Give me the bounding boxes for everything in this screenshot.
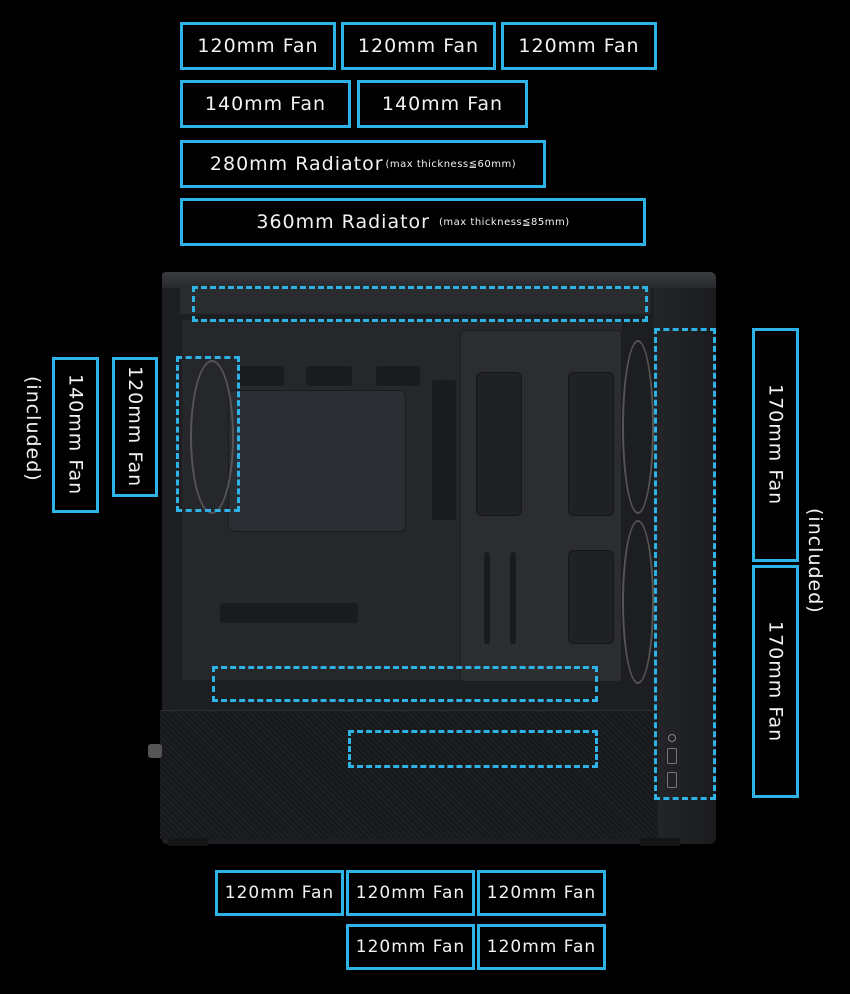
label-note: (max thickness≦85mm) [439,216,570,228]
thumbscrew-icon [148,744,162,758]
rear-mount-zone [176,356,240,512]
audio-jack-icon [668,734,676,742]
label-note: (max thickness≦60mm) [385,158,517,170]
bottom-mount-zone [212,666,598,702]
front-fan [622,340,654,514]
top-140mm-fan-label-1: 140mm Fan [180,80,351,128]
front-included-note: (included) [804,508,826,614]
cable-cutout [432,380,456,520]
label-text: 140mm Fan [64,374,87,496]
front-170mm-fan-label-1: 170mm Fan [752,328,799,562]
top-fan-rail [180,288,650,314]
cable-cutout [306,366,352,386]
cable-cutout [376,366,420,386]
bottom-120mm-fan-label-4: 120mm Fan [346,924,475,970]
bottom-120mm-fan-label-2: 120mm Fan [346,870,475,916]
label-text: 120mm Fan [518,35,640,57]
top-280mm-radiator-label: 280mm Radiator(max thickness≦60mm) [180,140,546,188]
cable-cutout [220,603,358,623]
drive-slot [510,552,516,644]
top-120mm-fan-label-2: 120mm Fan [341,22,496,70]
top-140mm-fan-label-2: 140mm Fan [357,80,528,128]
motherboard-cutout [228,390,406,532]
label-text: 140mm Fan [381,93,504,115]
top-360mm-radiator-label: 360mm Radiator (max thickness≦85mm) [180,198,646,246]
case-front-panel [654,272,716,844]
case-top-panel [162,272,716,288]
bottom-120mm-fan-label-1: 120mm Fan [215,870,344,916]
front-170mm-fan-label-2: 170mm Fan [752,565,799,798]
rear-140mm-fan-label: 140mm Fan [52,357,99,513]
label-text: 170mm Fan [764,384,787,506]
usb-port-icon [667,772,677,788]
front-mount-zone [654,328,716,800]
drive-slot [484,552,490,644]
rear-140mm-included-note: (included) [22,376,44,482]
label-text: 360mm Radiator [256,211,430,233]
label-text: 120mm Fan [355,883,466,903]
label-text: 120mm Fan [486,937,597,957]
label-text: 120mm Fan [355,937,466,957]
label-text: 120mm Fan [486,883,597,903]
case-foot [168,838,208,846]
bottom-120mm-fan-label-3: 120mm Fan [477,870,606,916]
psu-shroud-mount-zone [348,730,598,768]
label-text: 280mm Radiator [209,153,384,175]
label-text: 120mm Fan [224,883,335,903]
bottom-120mm-fan-label-5: 120mm Fan [477,924,606,970]
grommet [568,550,614,644]
top-120mm-fan-label-3: 120mm Fan [501,22,657,70]
grommet [568,372,614,516]
front-fan [622,520,654,684]
label-text: 120mm Fan [357,35,480,57]
label-text: 120mm Fan [197,35,319,57]
case-foot [640,838,680,846]
top-120mm-fan-label-1: 120mm Fan [180,22,336,70]
rear-fan [190,360,234,514]
cable-cutout [238,366,284,386]
usb-port-icon [667,748,677,764]
label-text: 170mm Fan [764,620,787,743]
label-text: 120mm Fan [124,366,146,488]
label-text: 140mm Fan [204,93,327,115]
grommet [476,372,522,516]
top-mount-zone [192,286,648,322]
rear-120mm-fan-label: 120mm Fan [112,357,158,497]
